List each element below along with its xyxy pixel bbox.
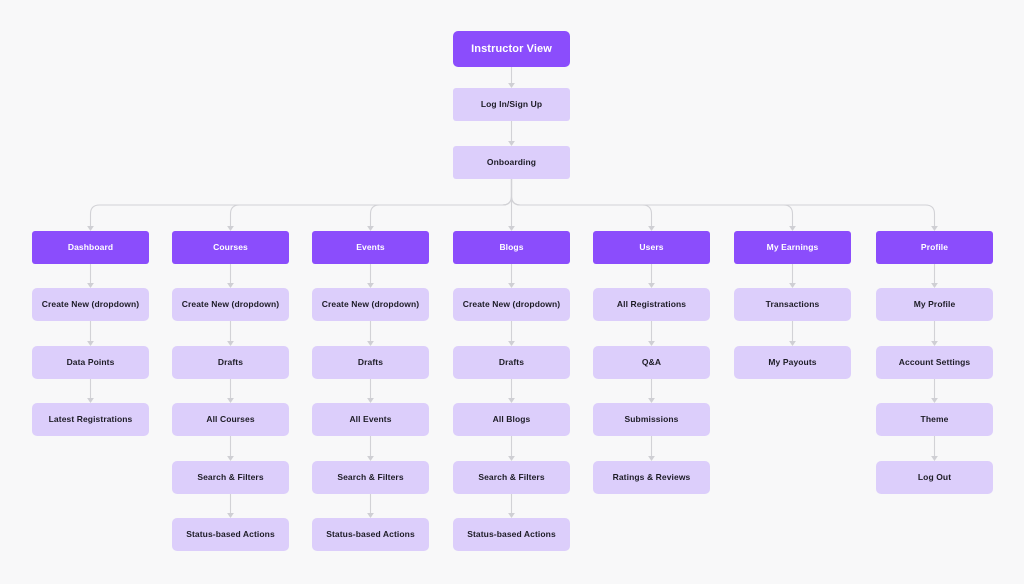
column-head-dashboard[interactable]: Dashboard — [32, 231, 149, 264]
node-courses-drafts[interactable]: Drafts — [172, 346, 289, 379]
node-events-status-based-actions[interactable]: Status-based Actions — [312, 518, 429, 551]
node-dashboard-latest-registrations[interactable]: Latest Registrations — [32, 403, 149, 436]
node-profile-log-out[interactable]: Log Out — [876, 461, 993, 494]
column-head-courses[interactable]: Courses — [172, 231, 289, 264]
branch-connector — [510, 179, 794, 226]
node-dashboard-create-new-dropdown[interactable]: Create New (dropdown) — [32, 288, 149, 321]
node-blogs-all-blogs[interactable]: All Blogs — [453, 403, 570, 436]
node-users-qanda[interactable]: Q&A — [593, 346, 710, 379]
column-head-events[interactable]: Events — [312, 231, 429, 264]
node-blogs-drafts[interactable]: Drafts — [453, 346, 570, 379]
column-head-blogs[interactable]: Blogs — [453, 231, 570, 264]
column-head-profile[interactable]: Profile — [876, 231, 993, 264]
node-profile-theme[interactable]: Theme — [876, 403, 993, 436]
root-node-instructor-view[interactable]: Instructor View — [453, 31, 570, 67]
branch-connector — [89, 179, 513, 226]
node-users-submissions[interactable]: Submissions — [593, 403, 710, 436]
column-head-users[interactable]: Users — [593, 231, 710, 264]
node-events-drafts[interactable]: Drafts — [312, 346, 429, 379]
node-dashboard-data-points[interactable]: Data Points — [32, 346, 149, 379]
node-my-earnings-transactions[interactable]: Transactions — [734, 288, 851, 321]
node-blogs-search-and-filters[interactable]: Search & Filters — [453, 461, 570, 494]
node-blogs-create-new-dropdown[interactable]: Create New (dropdown) — [453, 288, 570, 321]
node-events-create-new-dropdown[interactable]: Create New (dropdown) — [312, 288, 429, 321]
node-profile-account-settings[interactable]: Account Settings — [876, 346, 993, 379]
node-courses-create-new-dropdown[interactable]: Create New (dropdown) — [172, 288, 289, 321]
node-courses-all-courses[interactable]: All Courses — [172, 403, 289, 436]
stem-node-onboarding[interactable]: Onboarding — [453, 146, 570, 179]
node-courses-status-based-actions[interactable]: Status-based Actions — [172, 518, 289, 551]
branch-connector — [229, 179, 513, 226]
stem-node-log-in-sign-up[interactable]: Log In/Sign Up — [453, 88, 570, 121]
branch-connector — [369, 179, 513, 226]
node-blogs-status-based-actions[interactable]: Status-based Actions — [453, 518, 570, 551]
branch-connector — [510, 179, 653, 226]
node-my-earnings-my-payouts[interactable]: My Payouts — [734, 346, 851, 379]
branch-connector — [510, 179, 936, 226]
node-profile-my-profile[interactable]: My Profile — [876, 288, 993, 321]
node-users-ratings-and-reviews[interactable]: Ratings & Reviews — [593, 461, 710, 494]
node-users-all-registrations[interactable]: All Registrations — [593, 288, 710, 321]
column-head-my-earnings[interactable]: My Earnings — [734, 231, 851, 264]
node-events-search-and-filters[interactable]: Search & Filters — [312, 461, 429, 494]
node-events-all-events[interactable]: All Events — [312, 403, 429, 436]
node-courses-search-and-filters[interactable]: Search & Filters — [172, 461, 289, 494]
